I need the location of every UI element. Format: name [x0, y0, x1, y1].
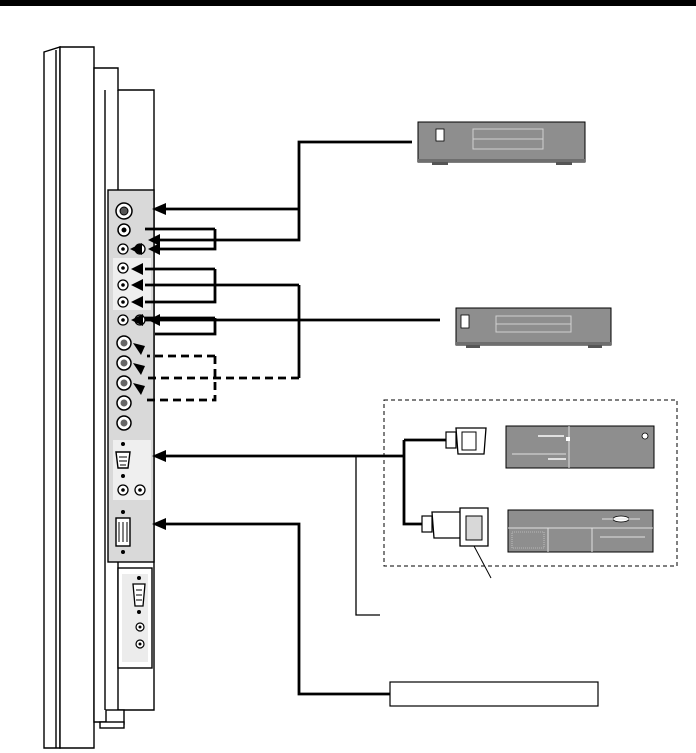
vga-cable-plug: [445, 427, 487, 455]
pc-audio-l: [117, 484, 129, 496]
rgb-h-bnc: [116, 395, 132, 411]
dvd-player: [455, 307, 612, 348]
component-y: [117, 262, 129, 274]
ibm-pc-compatible: [505, 425, 655, 469]
component-pb: [117, 279, 129, 291]
rgb-v-bnc: [116, 415, 132, 431]
mini-d-sub-15: [115, 442, 131, 478]
rgb-g-bnc: [116, 355, 132, 371]
vcr: [417, 121, 586, 165]
s-video: [117, 223, 131, 237]
audio-l: [117, 243, 129, 255]
macintosh: [507, 509, 654, 553]
rgb-r-bnc: [116, 335, 132, 351]
rs232c-port: [117, 567, 153, 669]
input-terminal-plate: [107, 189, 155, 563]
mac-adapter: [421, 507, 492, 579]
component-pr: [117, 296, 129, 308]
rgb-b-bnc: [116, 375, 132, 391]
video-bnc: [115, 202, 133, 220]
header-bar: [0, 0, 696, 6]
audio-l-2: [117, 314, 129, 326]
dvi-pc: [389, 681, 599, 707]
pc-group-frame: [383, 399, 678, 567]
arrowheads: [130, 203, 166, 530]
cables: [145, 140, 446, 696]
dvi-input: [115, 510, 131, 554]
pc-audio-r: [134, 484, 146, 496]
